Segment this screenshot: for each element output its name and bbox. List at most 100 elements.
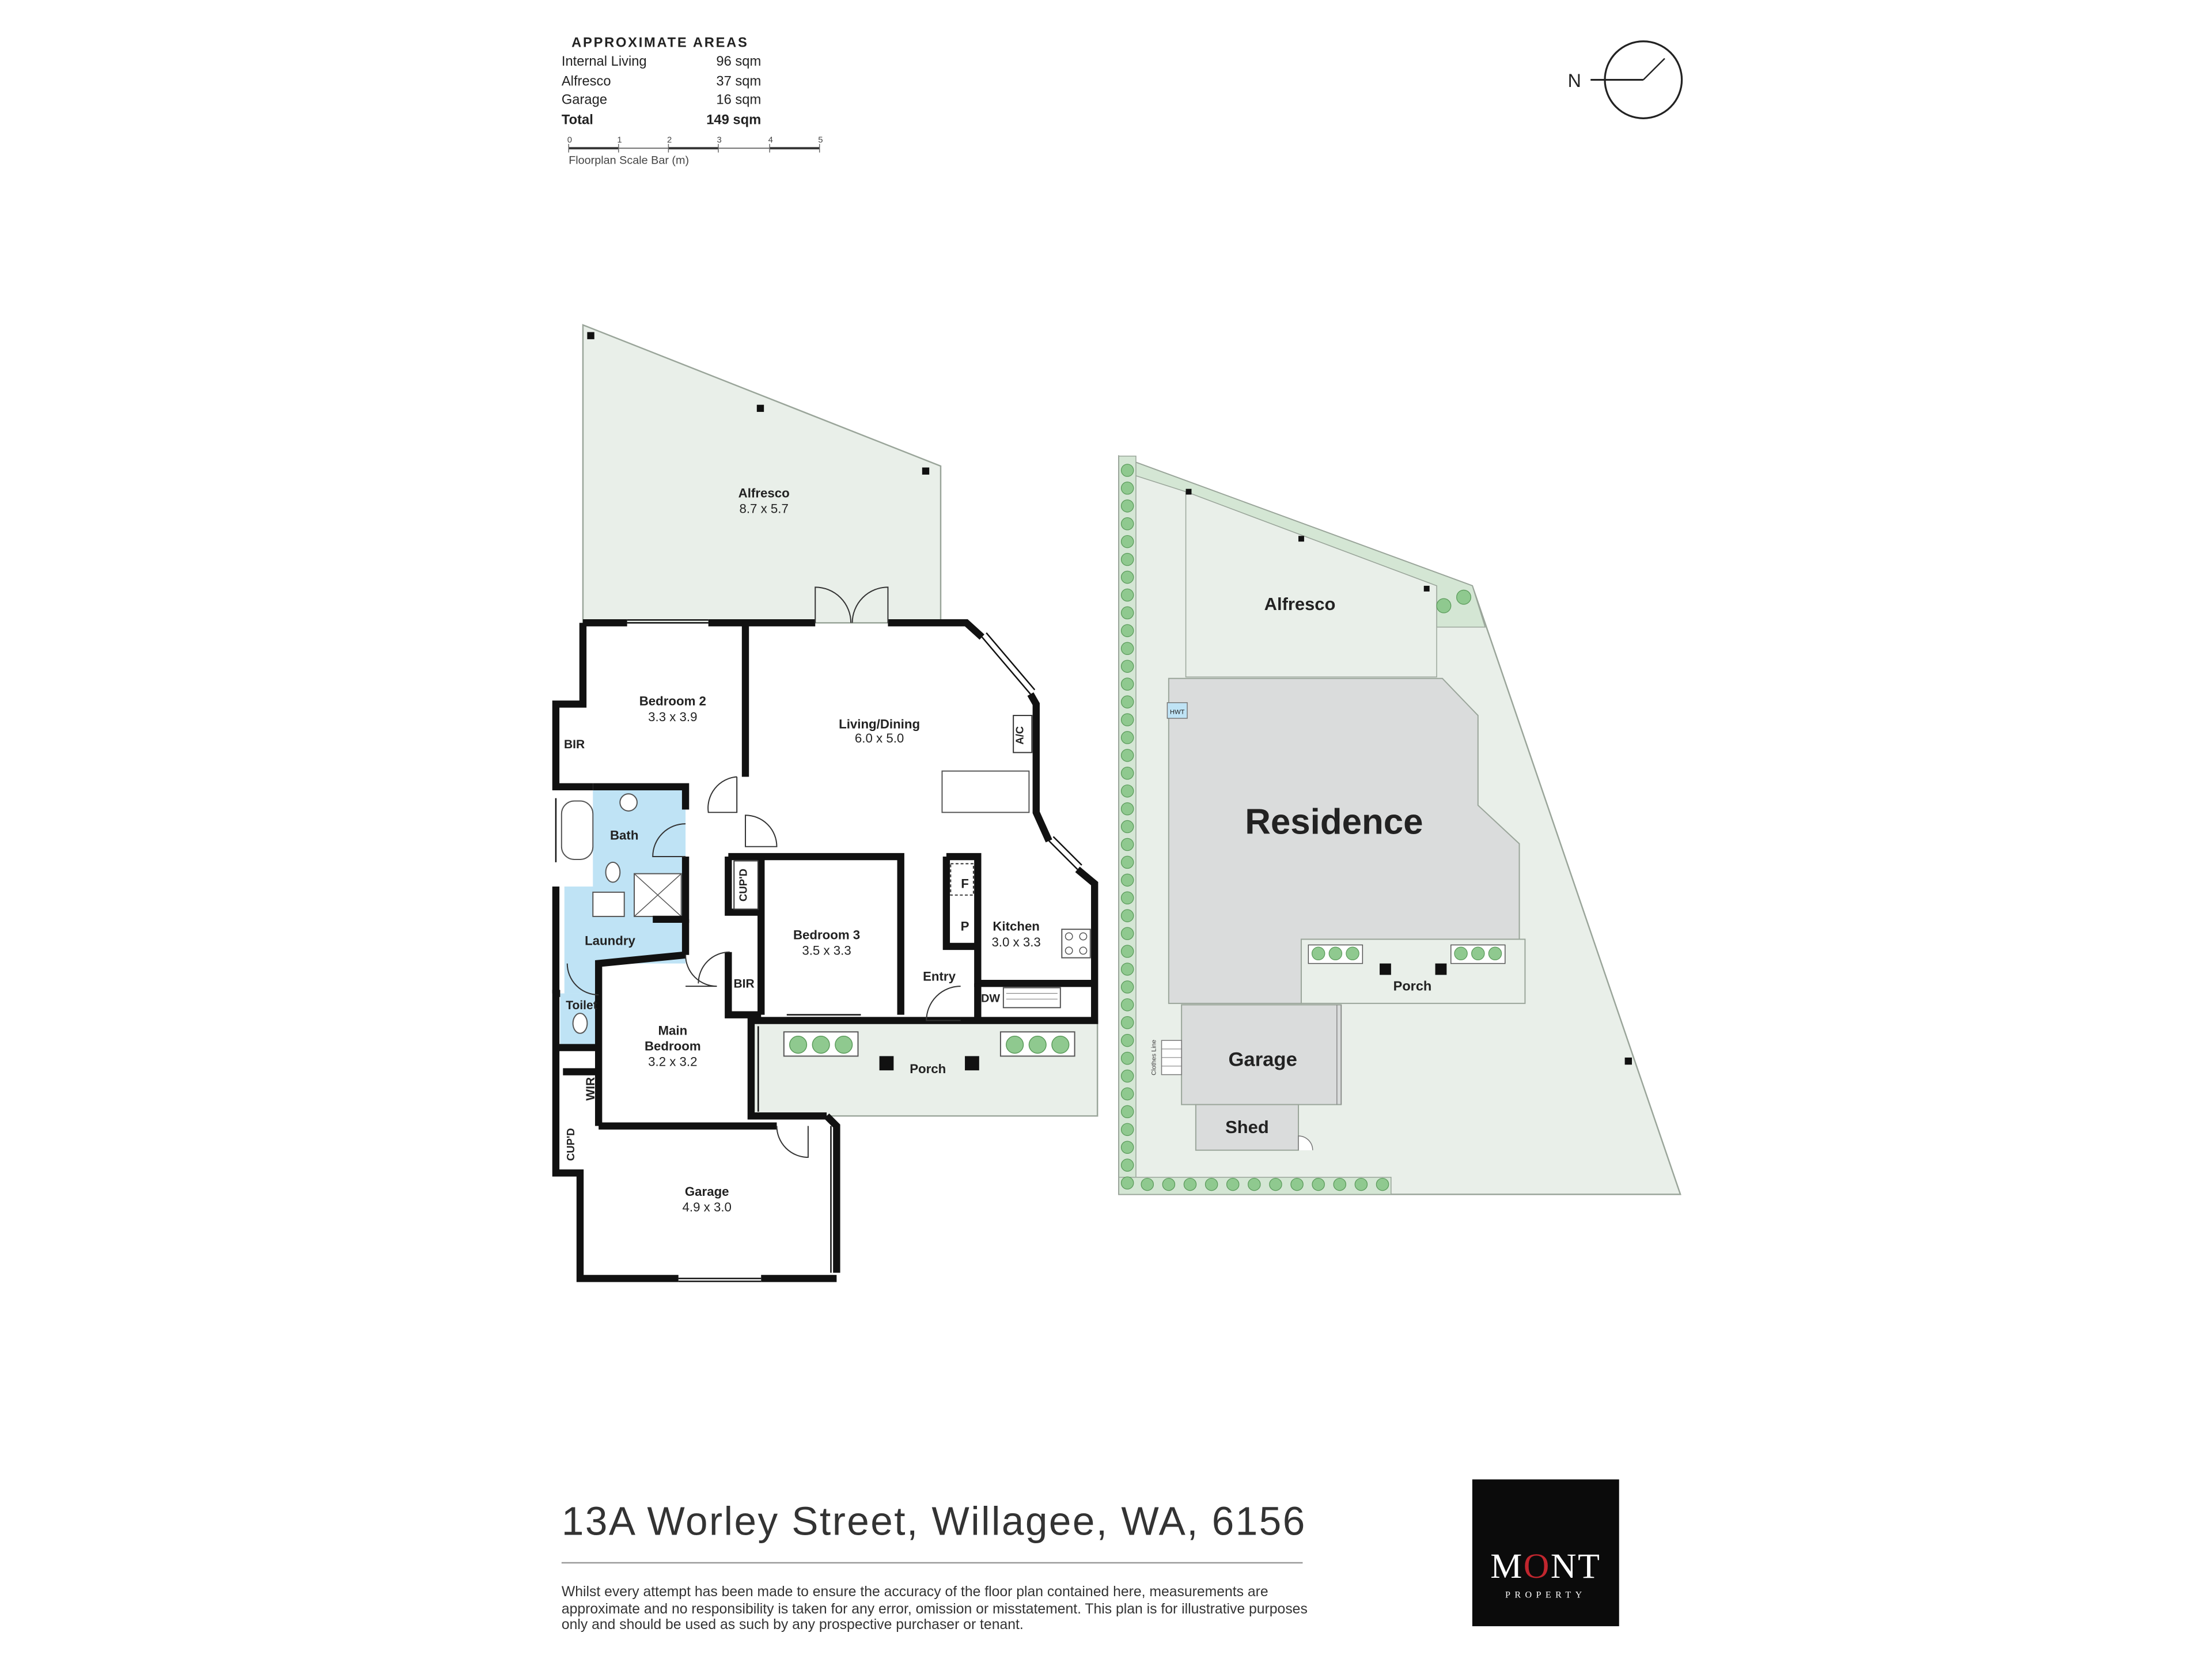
area-label: Internal Living [561, 54, 647, 70]
hedge-shrub [1120, 731, 1134, 744]
area-label: Alfresco [561, 74, 611, 90]
hedge-shrub [1120, 820, 1134, 834]
logo-subtitle: PROPERTY [1505, 1590, 1586, 1601]
kitchen-dims: 3.0 x 3.3 [991, 935, 1040, 949]
bedroom2-dims: 3.3 x 3.9 [648, 710, 697, 724]
mont-property-logo: MONT PROPERTY [1472, 1479, 1619, 1627]
hedge-shrub [1120, 624, 1134, 638]
hedge-shrub [1120, 909, 1134, 922]
hedge-shrub [1120, 1069, 1134, 1083]
logo-mark: MONT [1490, 1548, 1601, 1586]
hedge-shrub [1120, 891, 1134, 905]
alfresco-dims: 8.7 x 5.7 [740, 502, 789, 516]
hedge-shrub [1120, 642, 1134, 656]
areas-heading: APPROXIMATE AREAS [571, 35, 749, 52]
alfresco-area [582, 324, 942, 624]
hedge-shrub [1120, 713, 1134, 726]
site-alfresco [1185, 491, 1437, 678]
main-bedroom-label-2: Bedroom [645, 1039, 701, 1054]
hedge-shrub [1120, 1105, 1134, 1119]
area-value: 16 sqm [716, 92, 762, 109]
bir-label-2: BIR [733, 978, 754, 991]
kitchen-label: Kitchen [993, 919, 1040, 934]
living-dims: 6.0 x 5.0 [855, 731, 904, 745]
area-row-internal-living: Internal Living 96 sqm [562, 54, 761, 70]
hedge-shrub [1120, 749, 1134, 762]
area-label: Garage [561, 92, 608, 109]
hedge-shrub [1120, 1016, 1134, 1029]
area-value: 96 sqm [716, 54, 762, 70]
area-row-alfresco: Alfresco 37 sqm [562, 74, 761, 90]
scale-tick: 5 [818, 135, 823, 145]
area-row-garage: Garage 16 sqm [562, 93, 761, 108]
area-row-total: Total 149 sqm [562, 112, 761, 128]
hedge-shrub [1120, 1158, 1134, 1172]
residence-label: Residence [1245, 802, 1423, 842]
scale-bar: 0 1 2 3 4 5 Floorplan Scale Bar (m) [567, 135, 823, 166]
scale-tick: 2 [667, 135, 672, 145]
hedge-shrub [1120, 855, 1134, 869]
hedge-shrub [1120, 482, 1134, 495]
hedge-shrub [1141, 1177, 1154, 1191]
main-bedroom-label-1: Main [658, 1023, 687, 1037]
hedge-shrub [1120, 1051, 1134, 1065]
hedge-shrub [1120, 1176, 1134, 1190]
entry-label: Entry [923, 969, 956, 983]
area-label: Total [561, 112, 593, 128]
garage-dims: 4.9 x 3.0 [683, 1200, 732, 1214]
hedge-shrub [1120, 1123, 1134, 1137]
hedge-shrub [1162, 1177, 1176, 1191]
clothes-line-label: Clothes Line [1151, 1040, 1158, 1075]
hedge-shrub [1120, 1087, 1134, 1101]
hedge-shrub [1269, 1177, 1282, 1191]
living-label: Living/Dining [839, 717, 920, 731]
hedge-shrub [1120, 695, 1134, 709]
floor-plan: Alfresco 8.7 x 5.7 Bedroom 2 3.3 x 3.9 L… [552, 324, 1099, 1282]
site-plan: HWT Clothes Line Alfresco Residence Porc… [1118, 454, 1681, 1195]
hedge-shrub [1120, 767, 1134, 780]
cupd-label: CUP'D [737, 869, 749, 902]
hedge-shrub [1120, 606, 1134, 620]
site-porch-label: Porch [1393, 979, 1432, 994]
ac-label: A/C [1013, 726, 1025, 745]
hedge-shrub [1120, 963, 1134, 976]
laundry-label: Laundry [585, 933, 635, 948]
wir-label: WIR [584, 1077, 597, 1101]
hedge-shrub [1376, 1177, 1389, 1191]
pantry-label: P [961, 919, 969, 934]
toilet-label: Toilet [566, 999, 597, 1012]
hedge-shrub [1120, 945, 1134, 958]
hedge-shrub [1333, 1177, 1347, 1191]
scale-tick: 1 [617, 135, 622, 145]
fridge-label: F [961, 876, 969, 891]
hedge-shrub [1120, 499, 1134, 513]
north-label: N [1568, 70, 1581, 91]
hedge-shrub [1120, 677, 1134, 691]
scale-tick: 0 [567, 135, 572, 145]
scale-tick: 4 [768, 135, 773, 145]
area-value: 37 sqm [716, 74, 762, 90]
site-shed-label: Shed [1225, 1117, 1269, 1137]
hedge-shrub [1290, 1177, 1304, 1191]
divider [561, 1562, 1303, 1564]
hedge-shrub [1120, 1033, 1134, 1047]
hedge-shrub [1120, 980, 1134, 994]
hedge-shrub [1120, 873, 1134, 887]
bedroom3-dims: 3.5 x 3.3 [802, 944, 851, 958]
dw-label: DW [981, 992, 1000, 1005]
hedge-shrub [1120, 802, 1134, 816]
hedge-shrub [1120, 464, 1134, 477]
hedge-shrub [1226, 1177, 1240, 1191]
hedge-shrub [1354, 1177, 1368, 1191]
hedge-shrub [1120, 1141, 1134, 1154]
property-address: 13A Worley Street, Willagee, WA, 6156 [561, 1499, 1306, 1544]
scale-tick: 3 [717, 135, 722, 145]
hedge-shrub [1120, 517, 1134, 531]
residence-footprint [1168, 677, 1520, 1004]
bedroom2-label: Bedroom 2 [639, 694, 706, 709]
alfresco-label: Alfresco [738, 486, 790, 501]
hedge-shrub [1120, 570, 1134, 584]
porch-label: Porch [910, 1062, 946, 1076]
